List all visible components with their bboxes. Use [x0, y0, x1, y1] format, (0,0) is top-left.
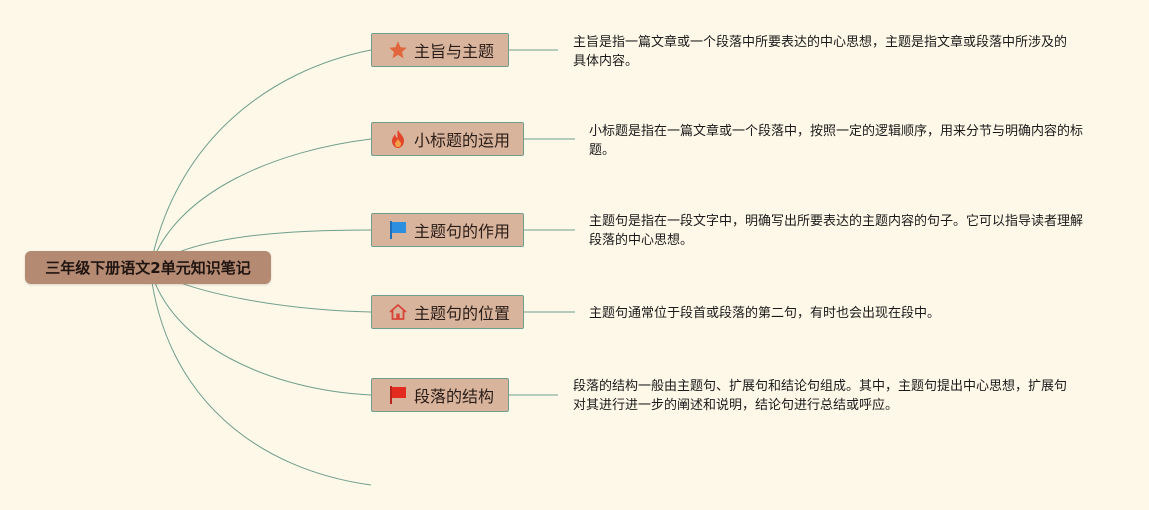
root-topic[interactable]: 三年级下册语文2单元知识笔记: [25, 251, 271, 284]
connector-5: [149, 267, 372, 396]
root-topic-label: 三年级下册语文2单元知识笔记: [45, 259, 251, 277]
branch-description: 主题句是指在一段文字中，明确写出所要表达的主题内容的句子。它可以指导读者理解段落…: [589, 214, 1084, 248]
branch-description: 小标题是指在一篇文章或一个段落中，按照一定的逻辑顺序，用来分节与明确内容的标题。: [589, 124, 1084, 158]
connector-2: [149, 138, 372, 269]
connector-1: [149, 49, 372, 269]
branch-label: 主题句的作用: [414, 222, 511, 241]
connector-6: [149, 267, 372, 486]
branch-topic-main-idea[interactable]: 主旨与主题: [371, 33, 509, 67]
red-flag-icon: [388, 385, 408, 405]
blue-flag-icon: [388, 220, 408, 240]
branch-topic-topic-sentence-position[interactable]: 主题句的位置: [371, 295, 524, 329]
branch-description: 主题句通常位于段首或段落的第二句，有时也会出现在段中。: [589, 306, 941, 321]
branch-topic-topic-sentence-role[interactable]: 主题句的作用: [371, 213, 524, 247]
house-icon: [388, 302, 408, 322]
branch-description: 主旨是指一篇文章或一个段落中所要表达的中心思想，主题是指文章或段落中所涉及的具体…: [573, 35, 1068, 69]
branch-label: 段落的结构: [414, 387, 495, 406]
branch-label: 主题句的位置: [414, 304, 511, 323]
branch-topic-paragraph-structure[interactable]: 段落的结构: [371, 378, 509, 412]
fire-icon: [388, 129, 408, 149]
branch-label: 小标题的运用: [414, 131, 511, 150]
branch-topic-subtitles[interactable]: 小标题的运用: [371, 122, 524, 156]
branch-label: 主旨与主题: [414, 42, 495, 61]
branch-description: 段落的结构一般由主题句、扩展句和结论句组成。其中，主题句提出中心思想，扩展句对其…: [573, 379, 1068, 413]
star-icon: [388, 40, 408, 60]
